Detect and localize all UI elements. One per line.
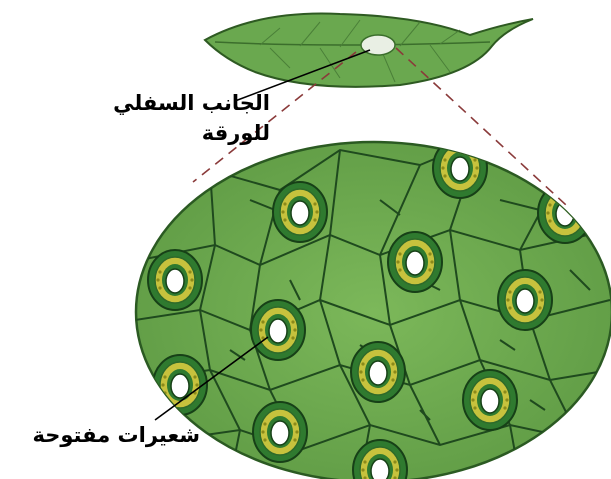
stoma [148, 250, 202, 310]
stoma [251, 300, 305, 360]
stoma [351, 342, 405, 402]
stoma [538, 183, 592, 243]
magnified-epidermis [135, 138, 611, 479]
stoma [463, 370, 517, 430]
stoma [388, 232, 442, 292]
stoma [153, 355, 207, 415]
stoma [433, 138, 487, 198]
stoma [253, 402, 307, 462]
open-stomata-label: شعيرات مفتوحة [4, 420, 200, 450]
leaf-underside-line2: للورقة [92, 118, 270, 148]
leaf-underside-line1: الجانب السفلي [92, 88, 270, 118]
leaf-underside-label: الجانب السفلي للورقة [92, 88, 270, 149]
stoma [273, 182, 327, 242]
stoma [498, 270, 552, 330]
